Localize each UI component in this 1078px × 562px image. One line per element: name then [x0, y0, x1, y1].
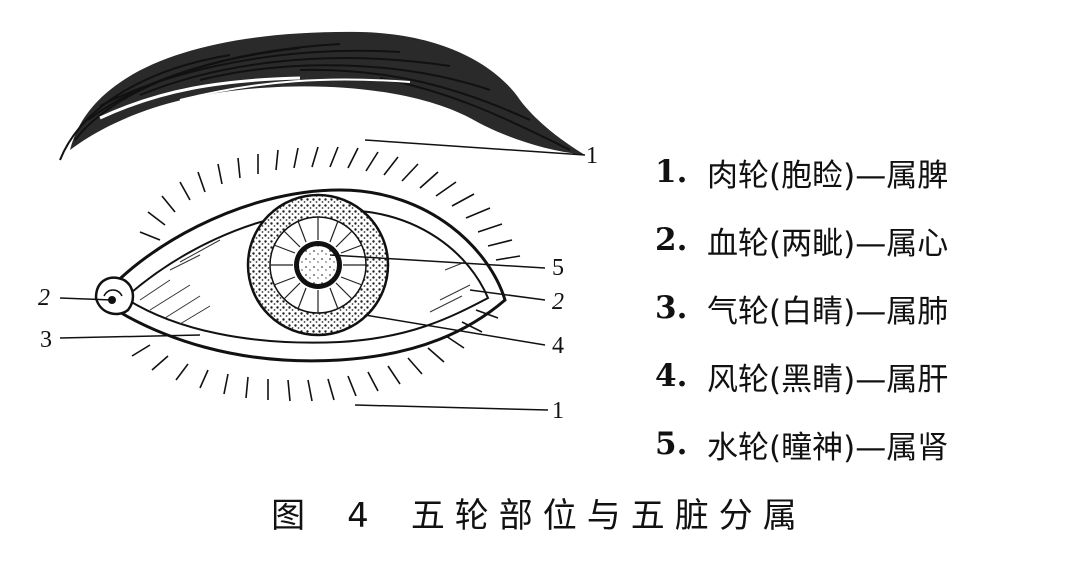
callout-white: 3 — [40, 327, 52, 353]
callout-eyelid-upper: 1 — [586, 143, 598, 169]
upper-eyelashes — [139, 146, 521, 261]
leader-pupil — [329, 254, 546, 269]
eyebrow — [59, 31, 585, 161]
inner-canthus — [94, 276, 135, 316]
legend-text: 风轮(黑睛)—属肝 — [707, 361, 949, 398]
callout-pupil: 5 — [552, 255, 564, 281]
legend-text: 血轮(两眦)—属心 — [707, 225, 949, 262]
caption-number: 4 — [347, 496, 379, 536]
leader-iris — [364, 314, 546, 346]
callout-canthus-inner: 2 — [38, 285, 50, 311]
leader-white — [59, 334, 201, 339]
caption-title: 五轮部位与五脏分属 — [410, 496, 807, 536]
legend: 1. 肉轮(胞睑)—属脾 2. 血轮(两眦)—属心 3. 气轮(白睛)—属肺 4… — [655, 138, 1065, 478]
leader-canthus-inner — [59, 297, 113, 301]
legend-item: 3. 气轮(白睛)—属肺 — [655, 274, 1065, 342]
legend-text: 肉轮(胞睑)—属脾 — [707, 157, 949, 194]
legend-text: 气轮(白睛)—属肺 — [707, 293, 949, 330]
legend-number: 3. — [655, 290, 688, 326]
legend-text: 水轮(瞳神)—属肾 — [707, 429, 949, 466]
callout-iris: 4 — [552, 333, 564, 359]
lower-eyelashes — [131, 309, 499, 402]
sclera — [139, 239, 471, 325]
legend-item: 1. 肉轮(胞睑)—属脾 — [655, 138, 1065, 206]
legend-number: 2. — [655, 222, 688, 258]
leader-canthus-outer — [469, 289, 546, 301]
legend-number: 1. — [655, 154, 688, 190]
callout-canthus-outer: 2 — [552, 289, 564, 315]
legend-item: 5. 水轮(瞳神)—属肾 — [655, 410, 1065, 478]
leader-eyelid-lower — [354, 404, 549, 411]
callout-eyelid-lower: 1 — [552, 398, 564, 424]
legend-number: 5. — [655, 426, 688, 462]
caption-label: 图 — [271, 496, 316, 536]
leader-lines — [59, 139, 586, 411]
leader-eyelid-upper — [364, 139, 586, 156]
legend-item: 2. 血轮(两眦)—属心 — [655, 206, 1065, 274]
legend-number: 4. — [655, 358, 688, 394]
legend-item: 4. 风轮(黑睛)—属肝 — [655, 342, 1065, 410]
pupil — [294, 241, 342, 289]
